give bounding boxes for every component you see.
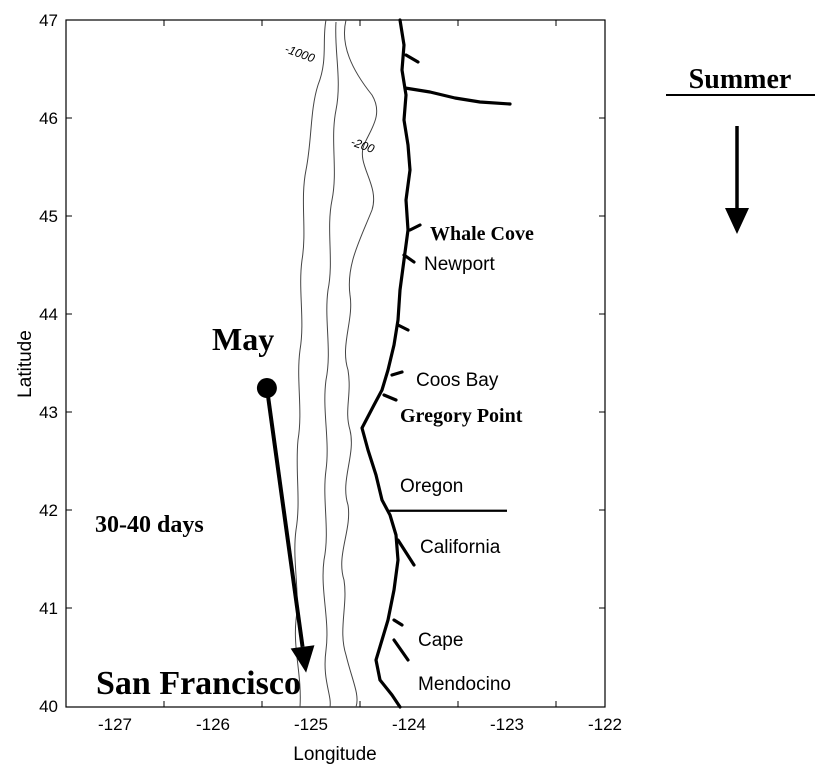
y-tick-label: 44 bbox=[39, 305, 58, 324]
label-cape: Cape bbox=[418, 630, 463, 651]
label-duration: 30-40 days bbox=[95, 512, 204, 538]
y-tick-label: 41 bbox=[39, 599, 58, 618]
summer-arrow-head bbox=[725, 208, 749, 234]
y-tick-label: 40 bbox=[39, 697, 58, 716]
coastline bbox=[360, 18, 412, 709]
x-tick-labels: -127 -126 -125 -124 -123 -122 bbox=[98, 715, 622, 734]
isobath-inner bbox=[322, 21, 339, 708]
frame-ticks bbox=[66, 20, 605, 707]
y-tick-label: 43 bbox=[39, 403, 58, 422]
isobath-200 bbox=[341, 19, 378, 708]
x-tick-label: -125 bbox=[294, 715, 328, 734]
y-tick-label: 47 bbox=[39, 11, 58, 30]
label-summer: Summer bbox=[689, 64, 792, 95]
x-tick-label: -123 bbox=[490, 715, 524, 734]
drift-arrow-shaft bbox=[264, 387, 305, 648]
drift-arrow-head bbox=[290, 645, 315, 673]
x-tick-label: -122 bbox=[588, 715, 622, 734]
x-axis-title: Longitude bbox=[293, 744, 376, 765]
y-tick-labels: 47 46 45 44 43 42 41 40 bbox=[39, 11, 58, 716]
columbia-river-estuary bbox=[403, 86, 512, 106]
label-gregory-point: Gregory Point bbox=[400, 405, 523, 427]
plot-frame bbox=[65, 19, 606, 708]
label-coos-bay: Coos Bay bbox=[416, 370, 499, 391]
x-tick-label: -127 bbox=[98, 715, 132, 734]
y-tick-label: 42 bbox=[39, 501, 58, 520]
y-axis-title: Latitude bbox=[15, 330, 36, 398]
coastal-inlets bbox=[382, 53, 422, 662]
x-tick-label: -126 bbox=[196, 715, 230, 734]
x-tick-label: -124 bbox=[392, 715, 426, 734]
label-may: May bbox=[212, 321, 274, 357]
label-oregon: Oregon bbox=[400, 476, 463, 497]
label-whale-cove: Whale Cove bbox=[430, 223, 534, 245]
label-mendocino: Mendocino bbox=[418, 674, 511, 695]
y-tick-label: 45 bbox=[39, 207, 58, 226]
label-california: California bbox=[420, 537, 501, 558]
label-newport: Newport bbox=[424, 254, 495, 275]
label-san-francisco: San Francisco bbox=[96, 665, 301, 702]
y-tick-label: 46 bbox=[39, 109, 58, 128]
